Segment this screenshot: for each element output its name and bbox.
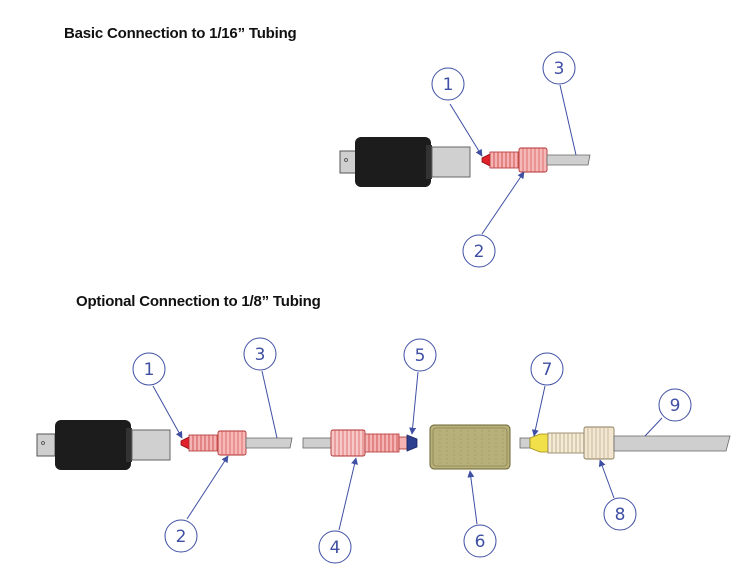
- callout-opt-8: 8: [598, 459, 637, 531]
- callout-opt-9: 9: [644, 388, 692, 437]
- callout-opt-2: 2: [164, 455, 229, 553]
- svg-text:1: 1: [144, 360, 155, 380]
- callout-opt-4: 4: [318, 457, 358, 564]
- union-fitting: [429, 424, 511, 470]
- svg-text:2: 2: [176, 527, 187, 547]
- tubing-optional-large: [613, 435, 731, 452]
- svg-text:4: 4: [330, 538, 341, 558]
- callout-basic-2: 2: [462, 171, 525, 268]
- basic-assembly: 1 2 3: [339, 51, 591, 268]
- ferrule-yellow: [519, 433, 549, 453]
- svg-text:5: 5: [415, 346, 426, 366]
- svg-text:1: 1: [443, 75, 454, 95]
- nut-tan: [547, 426, 615, 460]
- sensor-basic: [339, 137, 471, 187]
- callout-opt-6: 6: [463, 470, 497, 558]
- svg-text:9: 9: [670, 396, 681, 416]
- callout-opt-5: 5: [403, 338, 437, 435]
- ferrule-basic: [481, 153, 491, 167]
- fitting-optional-red: [188, 430, 247, 456]
- callout-opt-3: 3: [243, 337, 278, 439]
- optional-assembly: 1 2 3 4 5 6 7: [36, 337, 731, 564]
- tubing-optional-small: [245, 437, 293, 449]
- svg-text:7: 7: [542, 360, 553, 380]
- sensor-optional: [36, 420, 171, 470]
- ferrule-optional-red: [180, 436, 190, 450]
- fitting-basic: [489, 147, 548, 173]
- svg-text:6: 6: [475, 532, 486, 552]
- callout-basic-3: 3: [542, 51, 577, 156]
- callout-opt-1: 1: [132, 352, 183, 439]
- svg-text:3: 3: [554, 59, 565, 79]
- adapter-fitting: [302, 429, 408, 457]
- callout-opt-7: 7: [530, 352, 564, 437]
- ferrule-blue: [406, 434, 418, 452]
- svg-text:2: 2: [474, 242, 485, 262]
- title-basic: Basic Connection to 1/16” Tubing: [64, 25, 297, 42]
- svg-text:3: 3: [255, 345, 266, 365]
- callout-basic-1: 1: [431, 67, 483, 157]
- tubing-basic: [546, 154, 591, 166]
- title-optional: Optional Connection to 1/8” Tubing: [76, 293, 321, 310]
- svg-text:8: 8: [615, 505, 626, 525]
